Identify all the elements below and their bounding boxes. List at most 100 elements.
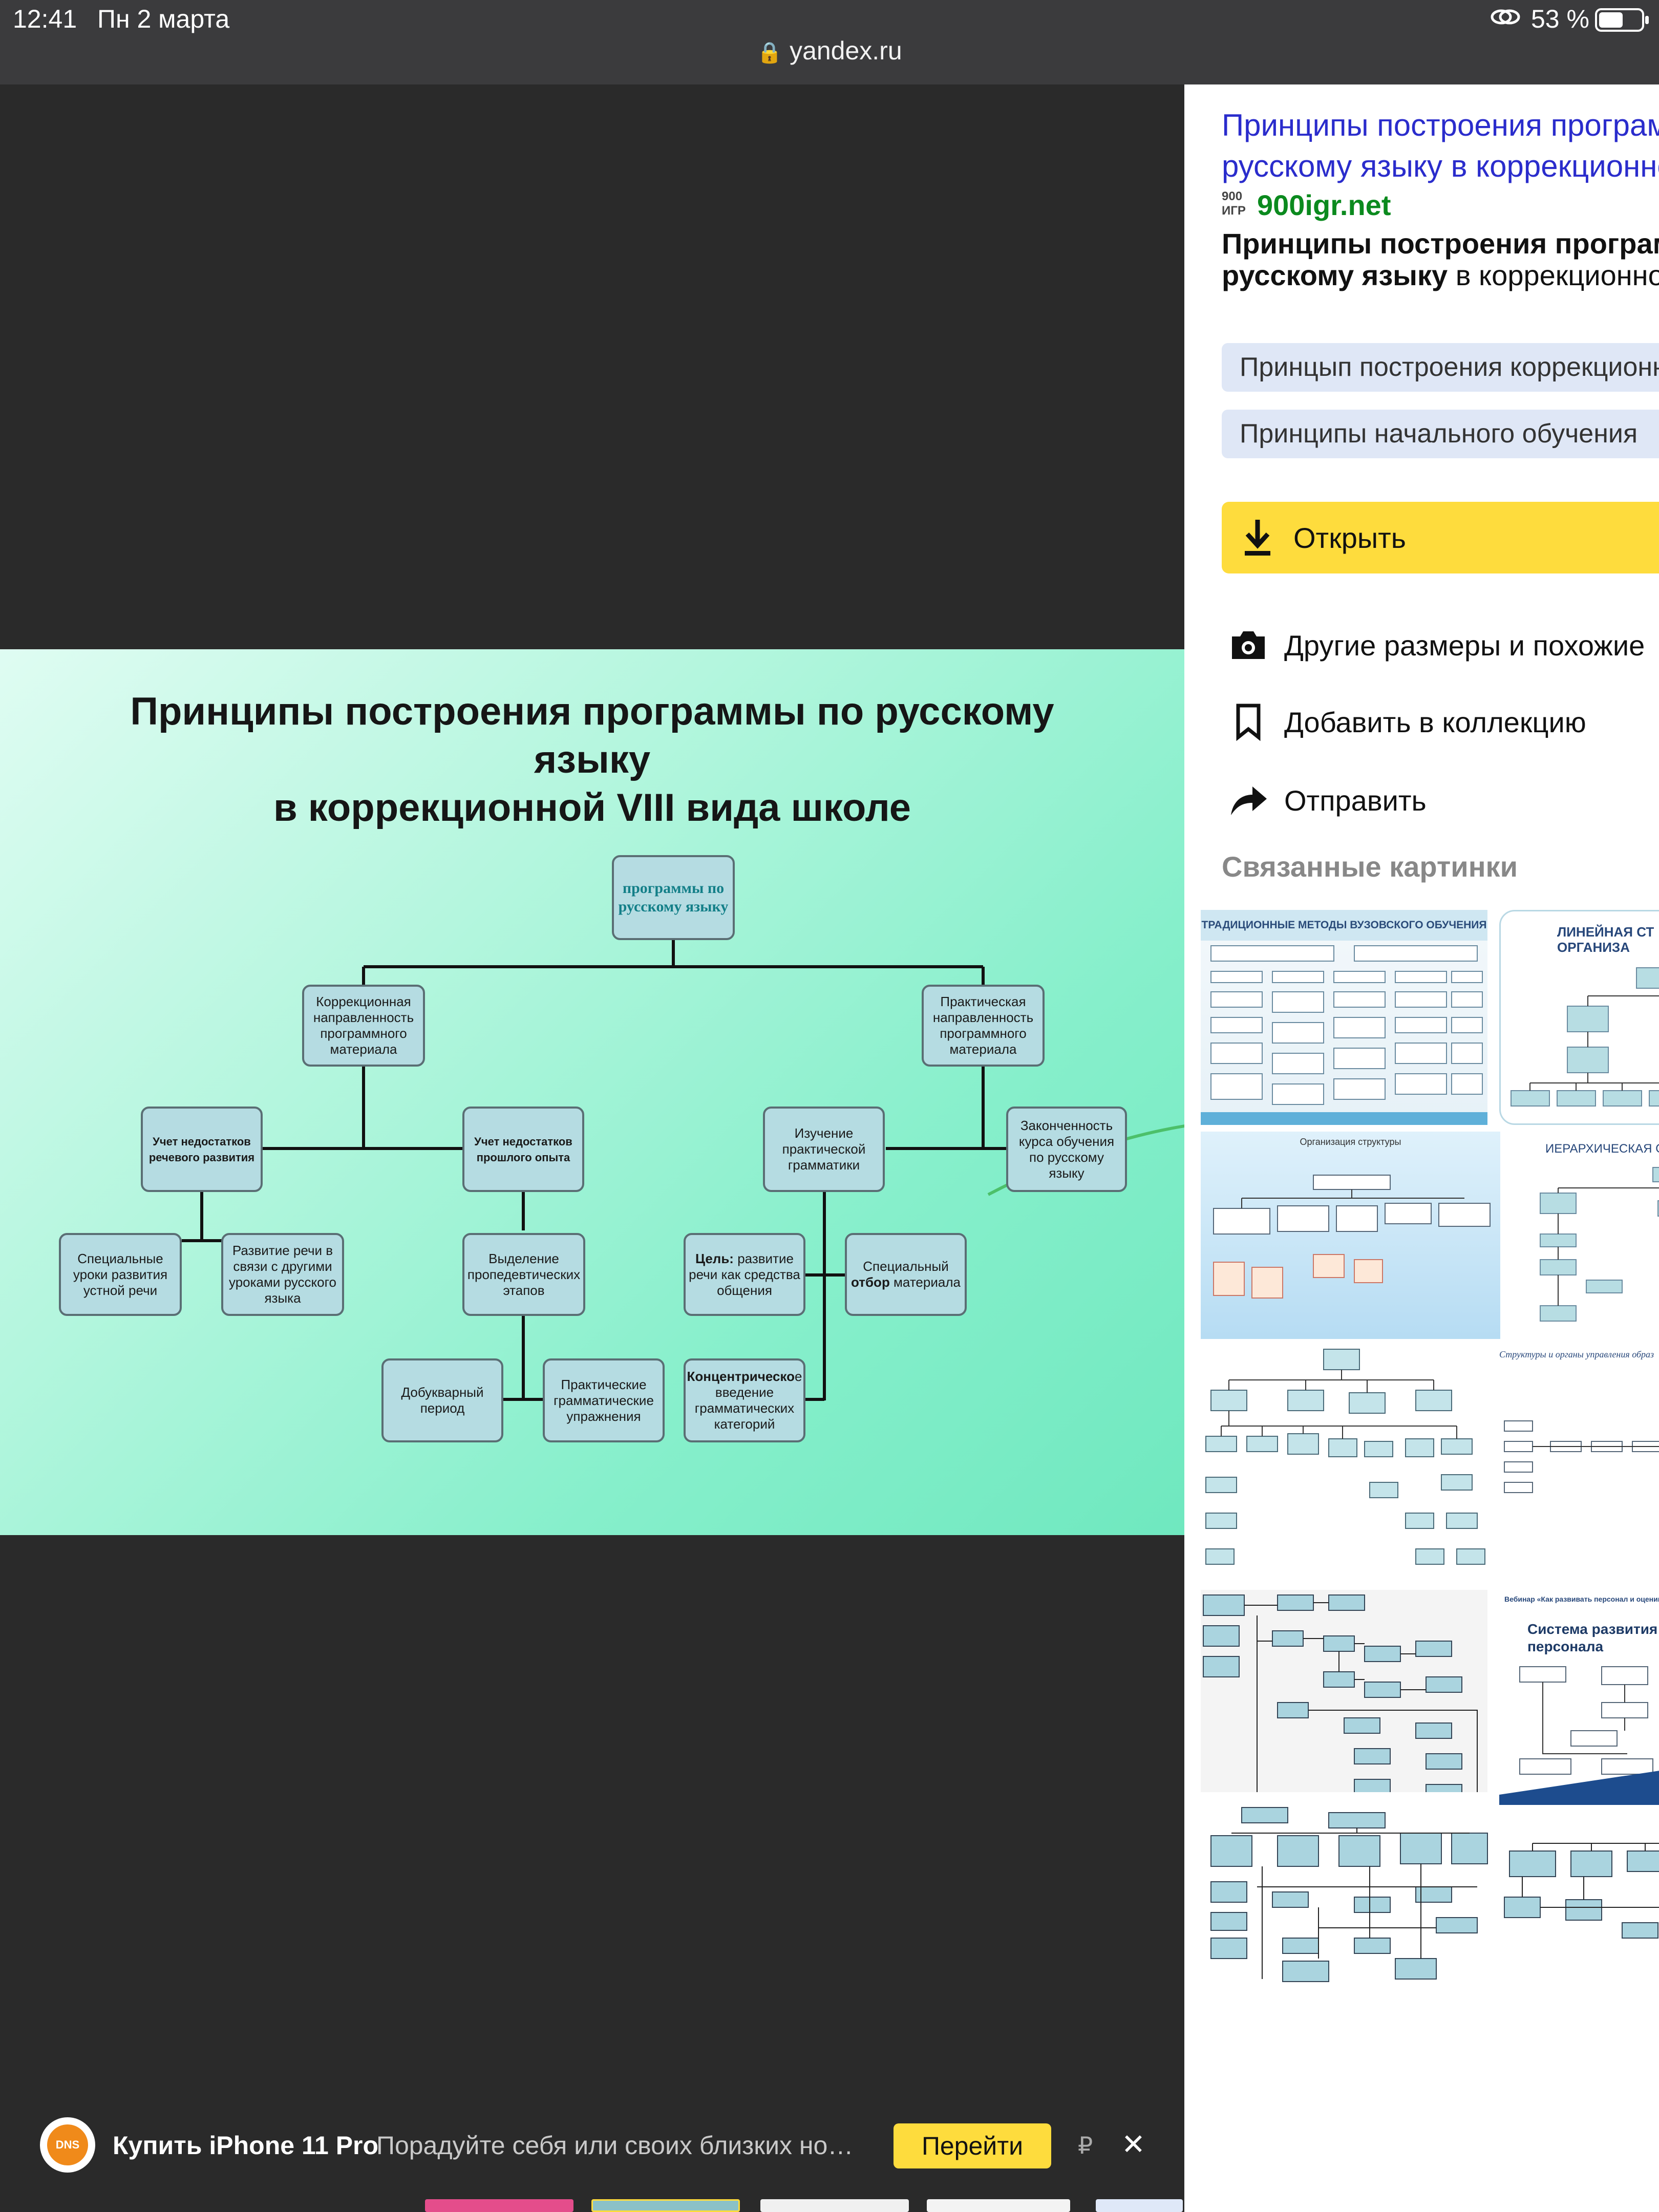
battery-icon xyxy=(1595,7,1651,39)
site-logo: 900 ИГР xyxy=(1222,189,1246,218)
status-time: 12:41 xyxy=(13,5,77,33)
related-image-thumb[interactable]: Структуры и органы управления образ xyxy=(1499,1344,1659,1580)
related-image-thumb[interactable] xyxy=(1499,1805,1659,1989)
thumb-diagram xyxy=(1213,1175,1491,1299)
diagram-node: Коррекционная направленность программног… xyxy=(302,985,425,1067)
diagram-node: Учет недостатков речевого развития xyxy=(141,1107,263,1192)
strip-thumb-selected[interactable] xyxy=(591,2199,740,2212)
diagram-node: Добукварный период xyxy=(381,1358,503,1442)
diagram-node: Концентрическое введение грамматических … xyxy=(684,1358,805,1442)
site-link[interactable]: 900 ИГР 900igr.net xyxy=(1222,187,1391,223)
ad-go-button[interactable]: Перейти xyxy=(894,2123,1051,2168)
node-bold-text: Цель: xyxy=(695,1250,734,1266)
add-collection-label: Добавить в коллекцию xyxy=(1284,706,1586,738)
node-text: Специальный xyxy=(863,1259,949,1274)
thumb-caption: ТРАДИЦИОННЫЕ МЕТОДЫ ВУЗОВСКОГО ОБУЧЕНИЯ xyxy=(1201,910,1487,941)
strip-thumb[interactable] xyxy=(1096,2199,1183,2212)
add-collection-button[interactable]: Добавить в коллекцию xyxy=(1228,699,1586,745)
site-domain: 900igr.net xyxy=(1257,188,1391,221)
thumb-caption: Структуры и органы управления образ xyxy=(1499,1349,1654,1359)
bookmark-icon xyxy=(1228,701,1269,742)
diagram-node: Специальный отбор материала xyxy=(845,1233,967,1316)
related-image-thumb[interactable] xyxy=(1201,1805,1493,1989)
slide-title-line: языку xyxy=(534,738,651,781)
thumb-diagram xyxy=(1504,1420,1659,1493)
status-date: Пн 2 марта xyxy=(97,5,230,33)
diagram-node: Изучение практической грамматики xyxy=(763,1107,885,1192)
slide-title-line: Принципы построения программы по русском… xyxy=(130,690,1054,733)
share-label: Отправить xyxy=(1284,784,1427,817)
ad-title: Купить iPhone 11 Pro xyxy=(113,2131,379,2160)
ad-banner[interactable]: DNS Купить iPhone 11 Pro Порадуйте себя … xyxy=(0,2097,1184,2194)
related-query-chip[interactable]: Принципы начального обучения xyxy=(1222,410,1659,458)
share-arrow-icon xyxy=(1228,780,1269,821)
slide-title-line: в коррекционной VIII вида школе xyxy=(273,786,911,830)
result-title-link[interactable]: Принципы построения программы по русском… xyxy=(1222,108,1659,183)
node-text: развитие речи как средства общения xyxy=(689,1250,800,1298)
node-bold-text: Концентрическо xyxy=(687,1369,795,1384)
thumb-caption: Система развития персонала xyxy=(1527,1621,1658,1654)
related-image-thumb[interactable]: ЛИНЕЙНАЯ СТ ОРГАНИЗА xyxy=(1499,910,1659,1125)
diagram-node: Цель: развитие речи как средства общения xyxy=(684,1233,805,1316)
url-text: yandex.ru xyxy=(790,36,902,65)
related-image-thumb[interactable]: ТРАДИЦИОННЫЕ МЕТОДЫ ВУЗОВСКОГО ОБУЧЕНИЯ xyxy=(1201,910,1487,1125)
thumb-diagram xyxy=(1540,1167,1659,1322)
node-text: материала xyxy=(889,1274,961,1290)
result-panel: Принципы построения программы по русском… xyxy=(1184,84,1659,2212)
link-icon xyxy=(1490,4,1521,36)
related-query-chip[interactable]: Принцып построения коррекционной xyxy=(1222,343,1659,392)
diagram-node: Специальные уроки развития устной речи xyxy=(59,1233,182,1316)
diagram-node-root: программы по русскому языку xyxy=(612,855,735,940)
open-label: Открыть xyxy=(1293,521,1406,554)
related-image-thumb[interactable]: Организация структуры xyxy=(1201,1132,1500,1339)
snippet-rest: в коррекционной VIII вида... xyxy=(1455,259,1659,291)
lock-icon: 🔒 xyxy=(757,41,783,64)
thumb-caption: ИЕРАРХИЧЕСКАЯ СТ xyxy=(1545,1142,1659,1156)
strip-thumb[interactable] xyxy=(927,2199,1070,2212)
thumb-diagram xyxy=(1210,945,1483,1105)
thumb-caption: ЛИНЕЙНАЯ СТ ОРГАНИЗА xyxy=(1557,924,1654,955)
share-button[interactable]: Отправить xyxy=(1228,777,1427,823)
ad-logo: DNS xyxy=(40,2117,95,2173)
diagram-node: Практическая направленность программного… xyxy=(922,985,1045,1067)
thumb-diagram xyxy=(1504,1843,1659,1939)
diagram-node: Выделение пропедевтических этапов xyxy=(462,1233,585,1316)
diagram-node: Развитие речи в связи с другими уроками … xyxy=(221,1233,344,1316)
related-image-thumb[interactable] xyxy=(1201,1590,1487,1805)
open-button[interactable]: Открыть 96 xyxy=(1222,502,1659,573)
slide-title: Принципы построения программы по русском… xyxy=(61,688,1123,832)
related-image-thumb[interactable]: Вебинар «Как развивать персонал и оценив… xyxy=(1499,1590,1659,1805)
result-snippet: Принципы построения программы по русском… xyxy=(1222,228,1659,291)
diagram-node: Законченность курса обучения по русскому… xyxy=(1006,1107,1127,1192)
thumb-diagram xyxy=(1511,967,1659,1107)
preview-image[interactable]: Принципы построения программы по русском… xyxy=(0,649,1184,1535)
status-bar: 12:41 Пн 2 марта 53 % 🔒 yandex.ru xyxy=(0,0,1659,84)
address-bar[interactable]: 🔒 yandex.ru xyxy=(0,36,1659,66)
strip-thumb[interactable] xyxy=(425,2199,573,2212)
diagram-node: Практические грамматические упражнения xyxy=(543,1358,665,1442)
ruble-icon: ₽ xyxy=(1078,2132,1093,2159)
thumb-diagram xyxy=(1499,1666,1659,1805)
ad-description: Порадуйте себя или своих близких нов... xyxy=(376,2131,858,2160)
diagram-node: Учет недостатков прошлого опыта xyxy=(462,1107,584,1192)
camera-search-icon xyxy=(1228,625,1269,666)
snippet-bold: Принципы построения программы по русском… xyxy=(1222,227,1659,291)
strip-thumb[interactable] xyxy=(760,2199,909,2212)
related-image-thumb[interactable] xyxy=(1201,1344,1493,1580)
close-icon[interactable]: ✕ xyxy=(1121,2128,1145,2160)
node-text: е введение грамматических категорий xyxy=(694,1369,802,1432)
thumb-diagram xyxy=(1205,1349,1485,1565)
thumbnail-strip[interactable] xyxy=(420,2199,1184,2212)
ad-logo-text: DNS xyxy=(47,2124,88,2165)
node-bold-text: отбор xyxy=(851,1274,890,1290)
other-sizes-label: Другие размеры и похожие xyxy=(1284,629,1645,662)
other-sizes-button[interactable]: Другие размеры и похожие xyxy=(1228,622,1645,668)
battery-percent: 53 % xyxy=(1531,5,1589,33)
related-images-title: Связанные картинки xyxy=(1222,850,1518,883)
related-image-thumb[interactable]: ИЕРАРХИЧЕСКАЯ СТ xyxy=(1509,1132,1659,1339)
thumb-caption: Организация структуры xyxy=(1300,1137,1401,1147)
thumb-diagram xyxy=(1203,1594,1478,1800)
thumb-caption: Вебинар «Как развивать персонал и оценив… xyxy=(1504,1595,1659,1603)
thumb-diagram xyxy=(1210,1807,1488,1982)
download-icon xyxy=(1237,517,1278,558)
